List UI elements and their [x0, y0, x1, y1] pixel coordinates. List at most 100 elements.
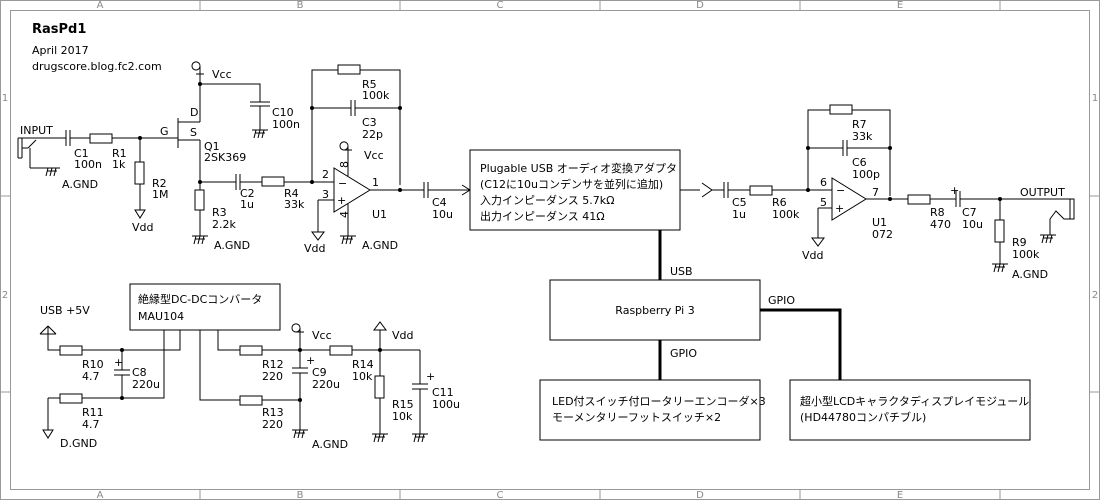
c10-value: 100n [272, 118, 300, 131]
u1a-pin4: 4 [338, 211, 351, 218]
input-label: INPUT [20, 124, 53, 137]
sheet-date: April 2017 [32, 44, 89, 57]
u1b-pin6: 6 [820, 176, 827, 189]
dgnd-label: D.GND [60, 437, 97, 450]
r12-ref: R12 [262, 358, 284, 371]
dcdc-line1: 絶縁型DC-DCコンバータ [138, 292, 262, 306]
gpio-label-lcd: GPIO [768, 294, 795, 307]
encoder-line1: LED付スイッチ付ロータリーエンコーダ×3 [552, 394, 766, 408]
agnd-label-r9: A.GND [1012, 268, 1048, 281]
r11-ref: R11 [82, 406, 104, 419]
r7-ref: R7 [852, 118, 867, 131]
zone-col-d-top: D [696, 0, 704, 11]
r9-value: 100k [1012, 248, 1040, 261]
zone-col-b-bottom: B [297, 490, 304, 500]
zone-col-d-bottom: D [696, 490, 704, 500]
zone-col-a-bottom: A [97, 490, 104, 500]
zone-col-c-bottom: C [497, 490, 504, 500]
r1-value: 1k [112, 158, 126, 171]
u1b-pin7: 7 [872, 186, 879, 199]
agnd-label-psu: A.GND [312, 438, 348, 451]
agnd-label-u1a: A.GND [362, 239, 398, 252]
c1-ref: C1 [74, 147, 89, 160]
lcd-line2: (HD44780コンパチブル) [800, 410, 926, 424]
raspberry-pi-block: Raspberry Pi 3 [549, 279, 761, 341]
raspberry-pi-label: Raspberry Pi 3 [615, 304, 694, 317]
zone-row-2-left: 2 [2, 290, 8, 301]
r14-ref: R14 [352, 358, 374, 371]
u1a-pin8: 8 [338, 161, 351, 168]
gain-stage-u1a: C2 1u R4 33k R5 100k C3 22p − + 2 3 1 8 … [200, 64, 471, 255]
r8-ref: R8 [930, 206, 945, 219]
r7-value: 33k [852, 130, 873, 143]
output-stage-u1b: C5 1u R6 100k R7 33k C6 100p − + 6 5 7 V… [680, 104, 1075, 281]
encoder-line2: モーメンタリーフットスイッチ×2 [552, 411, 721, 424]
c2-value: 1u [240, 198, 254, 211]
r2-ref: R2 [152, 177, 167, 190]
u1b-pin-plus: + [835, 202, 844, 215]
r5-value: 100k [362, 89, 390, 102]
usb-bus-label: USB [670, 265, 693, 278]
usb-audio-line3: 入力インピーダンス 5.7kΩ [480, 193, 615, 207]
u1a-ref: U1 [372, 208, 387, 221]
u1b-ref: U1 [872, 216, 887, 229]
sheet-title: RasPd1 [32, 22, 86, 37]
input-gnd-label: A.GND [62, 178, 98, 191]
u1a-pin2: 2 [322, 168, 329, 181]
vcc-label-u1a: Vcc [364, 149, 384, 162]
usb-audio-adapter-block: Plugable USB オーディオ変換アダプタ (C12に10uコンデンサを並… [469, 149, 681, 231]
u1b-value: 072 [872, 228, 893, 241]
vcc-label-q1: Vcc [212, 68, 232, 81]
r5-ref: R5 [362, 78, 377, 91]
c4-value: 10u [432, 208, 453, 221]
c9-ref: C9 [312, 366, 327, 379]
zone-row-1-right: 1 [1092, 93, 1098, 104]
c5-ref: C5 [732, 196, 747, 209]
vcc-label-psu: Vcc [312, 329, 332, 342]
r1-ref: R1 [112, 147, 127, 160]
usb5v-label: USB +5V [40, 304, 90, 317]
r13-ref: R13 [262, 406, 284, 419]
zone-row-2-right: 2 [1092, 290, 1098, 301]
r15-value: 10k [392, 410, 413, 423]
q1-drain-pin: D [190, 106, 198, 119]
gpio-bus-lcd [760, 308, 842, 380]
r2-value: 1M [152, 188, 169, 201]
c2-ref: C2 [240, 187, 255, 200]
gpio-label-encoder: GPIO [670, 347, 697, 360]
r8-value: 470 [930, 218, 951, 231]
zone-col-e-top: E [897, 0, 903, 11]
u1b-pin-minus: − [836, 184, 845, 197]
r4-ref: R4 [284, 187, 299, 200]
c3-ref: C3 [362, 116, 377, 129]
c8-value: 220u [132, 378, 160, 391]
lcd-line1: 超小型LCDキャラクタディスプレイモジュール [800, 394, 1029, 408]
c3-value: 22p [362, 128, 383, 141]
q1-value: 2SK369 [204, 151, 246, 164]
zone-col-a-top: A [97, 0, 104, 11]
c8-polarity: + [114, 356, 123, 369]
r9-ref: R9 [1012, 236, 1027, 249]
lcd-module-block: 超小型LCDキャラクタディスプレイモジュール (HD44780コンパチブル) [789, 379, 1031, 441]
r15-ref: R15 [392, 398, 414, 411]
input-buffer-stage: INPUT A.GND C1 100n R1 1k R2 1M Vdd G Vc… [17, 61, 300, 252]
r3-value: 2.2k [212, 218, 236, 231]
output-label: OUTPUT [1020, 186, 1065, 199]
encoder-switch-block: LED付スイッチ付ロータリーエンコーダ×3 モーメンタリーフットスイッチ×2 [539, 379, 766, 441]
c11-ref: C11 [432, 386, 454, 399]
u1a-pin-plus: + [337, 194, 346, 207]
vdd-label-u1a-plus: Vdd [304, 242, 326, 255]
c4-ref: C4 [432, 196, 447, 209]
r14-value: 10k [352, 370, 373, 383]
u1b-pin5: 5 [820, 196, 827, 209]
c11-polarity: + [426, 370, 435, 383]
r4-value: 33k [284, 198, 305, 211]
c9-polarity: + [306, 354, 315, 367]
c10-ref: C10 [272, 106, 294, 119]
c6-value: 100p [852, 168, 880, 181]
r11-value: 4.7 [82, 418, 100, 431]
dcdc-line2: MAU104 [138, 310, 184, 323]
vdd-label-r2: Vdd [132, 221, 154, 234]
q1-gate-pin: G [160, 125, 169, 138]
r13-value: 220 [262, 418, 283, 431]
